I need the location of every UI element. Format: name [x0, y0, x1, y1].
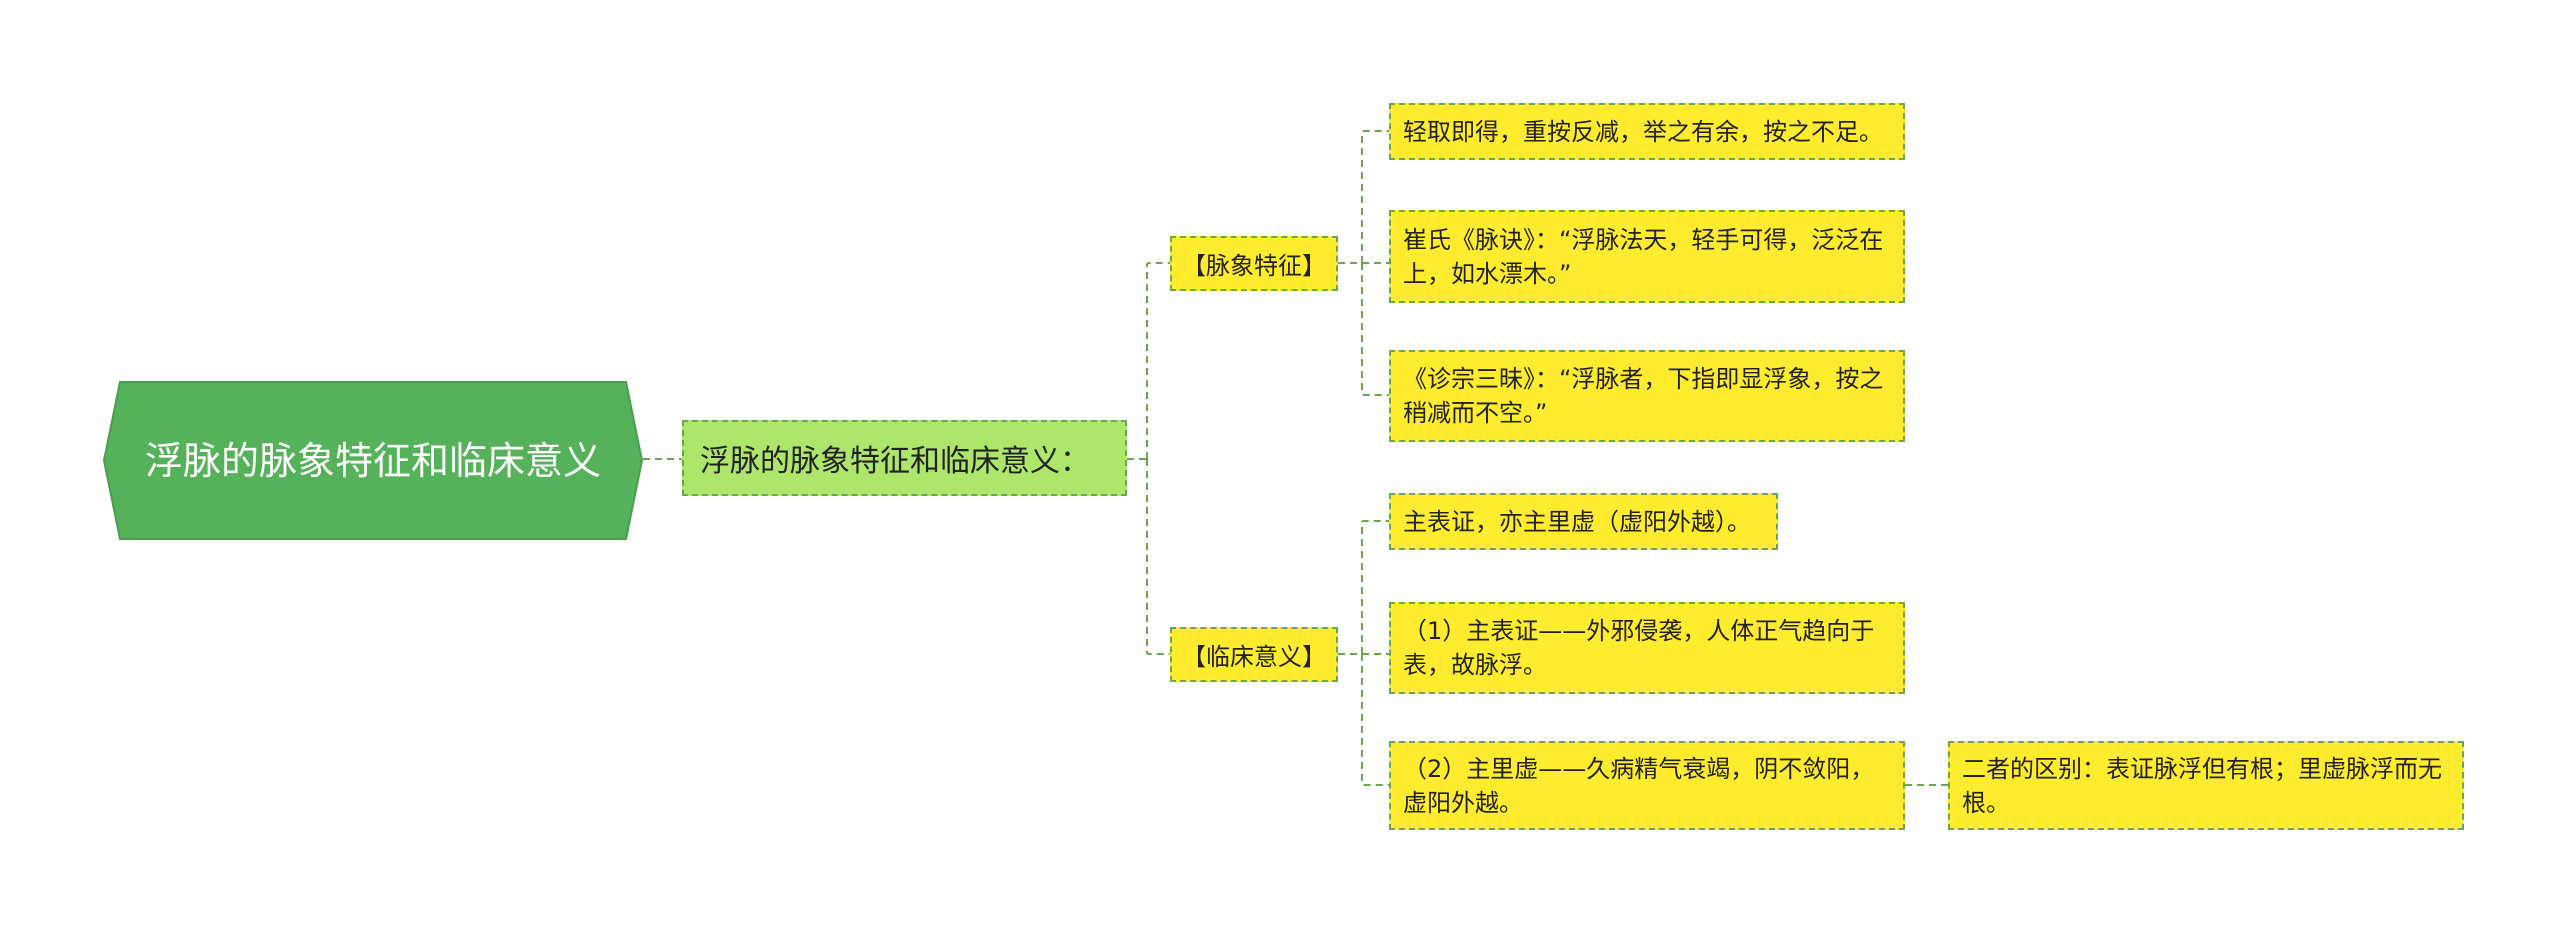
leaf-text: 《诊宗三昧》：“浮脉者，下指即显浮象，按之稍减而不空。” [1403, 365, 1884, 427]
leaf-text: （1）主表证——外邪侵袭，人体正气趋向于表，故脉浮。 [1403, 617, 1875, 679]
leaf-text: 轻取即得，重按反减，举之有余，按之不足。 [1403, 117, 1883, 146]
main-topic-label: 浮脉的脉象特征和临床意义： [700, 444, 1090, 479]
root-topic-label: 浮脉的脉象特征和临床意义 [144, 438, 601, 483]
leaf-feature-2[interactable]: 崔氏《脉诀》：“浮脉法天，轻手可得，泛泛在上，如水漂木。” [1389, 210, 1905, 303]
leaf-clinical-3[interactable]: （2）主里虚——久病精气衰竭，阴不敛阳，虚阳外越。 [1389, 741, 1905, 830]
leaf-text: （2）主里虚——久病精气衰竭，阴不敛阳，虚阳外越。 [1403, 754, 1875, 817]
root-hexagon-shape [103, 381, 643, 540]
root-topic[interactable]: 浮脉的脉象特征和临床意义 [103, 381, 643, 540]
leaf-feature-3[interactable]: 《诊宗三昧》：“浮脉者，下指即显浮象，按之稍减而不空。” [1389, 350, 1905, 442]
leaf-feature-1[interactable]: 轻取即得，重按反减，举之有余，按之不足。 [1389, 103, 1905, 160]
main-topic[interactable]: 浮脉的脉象特征和临床意义： [682, 420, 1127, 496]
connector-branch2-items [1338, 520, 1389, 786]
connector-branch1-items [1338, 130, 1389, 396]
leaf-difference-note[interactable]: 二者的区别：表证脉浮但有根；里虚脉浮而无根。 [1948, 741, 2464, 830]
leaf-text: 二者的区别：表证脉浮但有根；里虚脉浮而无根。 [1962, 754, 2442, 817]
branch-label: 【临床意义】 [1182, 643, 1326, 671]
leaf-clinical-1[interactable]: 主表证，亦主里虚（虚阳外越）。 [1389, 493, 1778, 550]
connector-main-branches [1127, 262, 1170, 655]
leaf-text: 主表证，亦主里虚（虚阳外越）。 [1403, 507, 1751, 536]
branch-label: 【脉象特征】 [1182, 252, 1326, 280]
branch-pulse-features[interactable]: 【脉象特征】 [1170, 236, 1338, 291]
branch-clinical-significance[interactable]: 【临床意义】 [1170, 627, 1338, 682]
leaf-text: 崔氏《脉诀》：“浮脉法天，轻手可得，泛泛在上，如水漂木。” [1403, 225, 1884, 288]
leaf-clinical-2[interactable]: （1）主表证——外邪侵袭，人体正气趋向于表，故脉浮。 [1389, 602, 1905, 694]
